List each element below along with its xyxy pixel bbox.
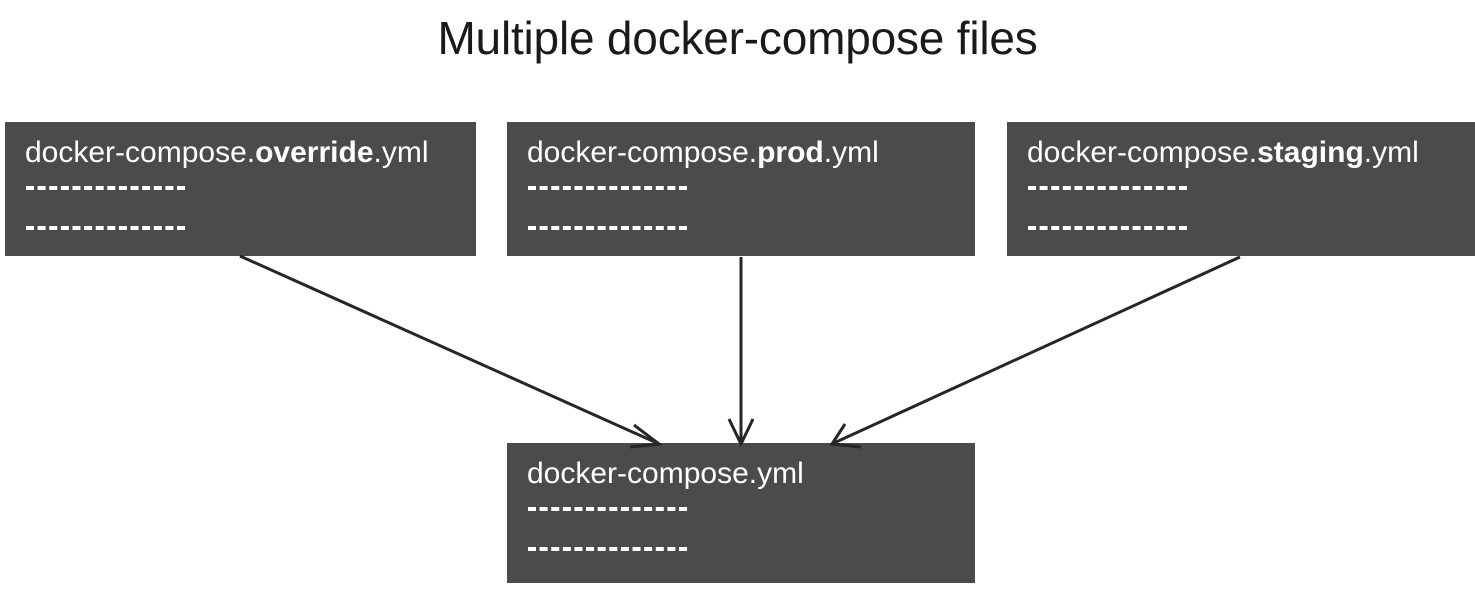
content-dash-line-2 <box>528 226 687 230</box>
filename-suffix: .yml <box>823 136 879 169</box>
arrow-line <box>833 255 1241 445</box>
content-dash-line-2 <box>26 226 185 230</box>
filename-env: override <box>255 136 374 169</box>
content-dash-line-1 <box>528 186 687 190</box>
content-dash-line-2 <box>528 547 687 551</box>
arrow-head-icon <box>727 418 755 448</box>
file-box-override-filename: docker-compose.override.yml <box>25 134 429 172</box>
filename-prefix: docker-compose. <box>25 136 256 169</box>
file-box-staging[interactable]: docker-compose.staging.yml <box>1007 122 1475 256</box>
file-box-prod[interactable]: docker-compose.prod.yml <box>507 122 975 256</box>
filename-suffix: .yml <box>373 136 429 169</box>
content-dash-line-1 <box>1028 186 1187 190</box>
file-box-staging-filename: docker-compose.staging.yml <box>1027 134 1419 172</box>
file-box-main[interactable]: docker-compose.yml <box>507 443 975 583</box>
file-box-override[interactable]: docker-compose.override.yml <box>5 122 476 256</box>
arrow-prod-to-main <box>727 257 755 448</box>
page-title: Multiple docker-compose files <box>437 12 1038 64</box>
filename-prefix: docker-compose.yml <box>527 457 804 490</box>
filename-env: prod <box>757 136 824 169</box>
filename-suffix: .yml <box>1363 136 1419 169</box>
arrow-line <box>239 254 658 445</box>
content-dash-line-1 <box>26 186 185 190</box>
arrow-override-to-main <box>239 254 663 449</box>
arrow-staging-to-main <box>829 255 1241 449</box>
content-dash-line-2 <box>1028 226 1187 230</box>
content-dash-line-1 <box>528 507 687 511</box>
filename-prefix: docker-compose. <box>1027 136 1258 169</box>
filename-prefix: docker-compose. <box>527 136 758 169</box>
file-box-main-filename: docker-compose.yml <box>527 455 804 493</box>
file-box-prod-filename: docker-compose.prod.yml <box>527 134 879 172</box>
filename-env: staging <box>1257 136 1364 169</box>
